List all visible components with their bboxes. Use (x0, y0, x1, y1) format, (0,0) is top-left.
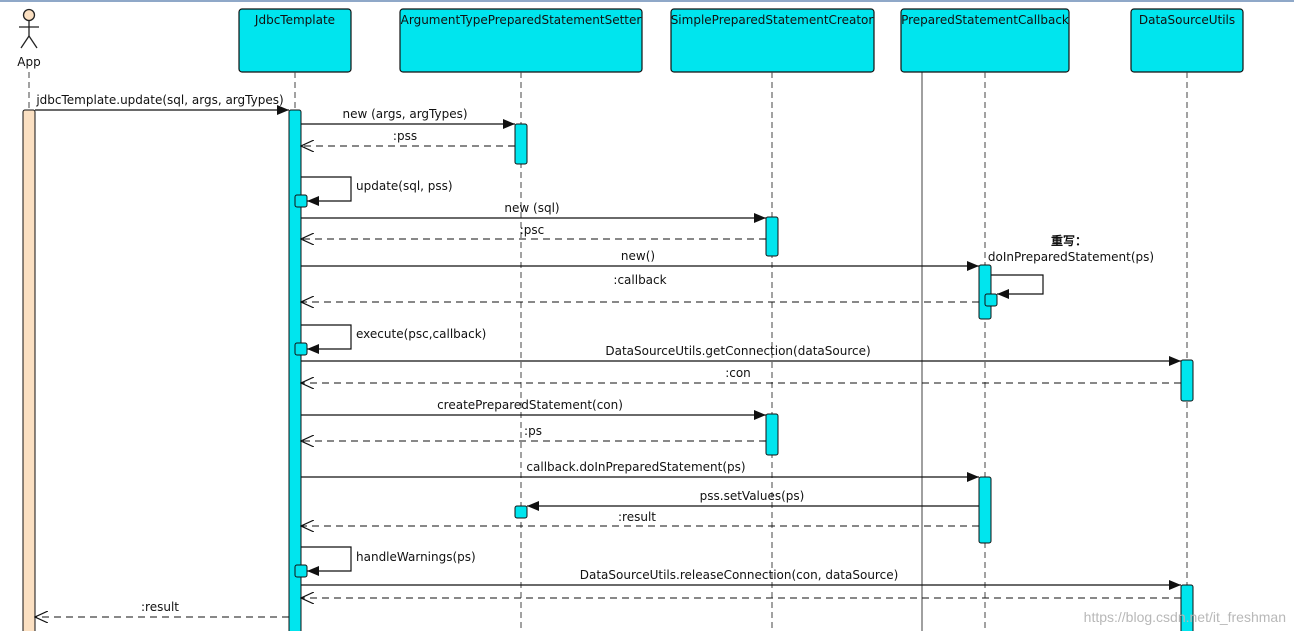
message-label: new (args, argTypes) (342, 107, 467, 121)
message-new-callback: new() (301, 249, 979, 271)
message-label: :pss (393, 129, 417, 143)
message-label: handleWarnings(ps) (356, 550, 476, 564)
participant-label: DataSourceUtils (1139, 13, 1235, 27)
watermark: https://blog.csdn.net/it_freshman (1083, 609, 1286, 625)
activation-jdbctemplate (288, 109, 302, 631)
message-label: createPreparedStatement(con) (437, 398, 623, 412)
activation-creator-create (765, 413, 779, 456)
participant-label: PreparedStatementCallback (901, 13, 1069, 27)
message-set-values: pss.setValues(ps) (527, 489, 979, 511)
message-get-connection: DataSourceUtils.getConnection(dataSource… (301, 344, 1181, 366)
activation-callback-do (978, 476, 992, 544)
activation-creator-new (765, 216, 779, 257)
message-self-override: 重写： doInPreparedStatement(ps) (988, 233, 1154, 299)
participant-jdbctemplate: JdbcTemplate (238, 8, 352, 73)
message-psc-return: :psc (301, 223, 766, 239)
message-create-prepared-statement: createPreparedStatement(con) (301, 398, 766, 420)
activation-jt-execute (294, 342, 308, 356)
message-con-return: :con (301, 366, 1181, 383)
message-label: 重写： (1051, 233, 1087, 248)
message-self-handle-warnings: handleWarnings(ps) (301, 546, 476, 576)
participant-label: SimplePreparedStatementCreator (671, 13, 874, 27)
activation-app (22, 109, 36, 631)
message-callback-return: :callback (301, 273, 979, 302)
message-label: new() (621, 249, 655, 263)
stick-figure-icon (19, 8, 39, 49)
message-label: :callback (613, 273, 666, 287)
message-label: :psc (520, 223, 545, 237)
message-new-setter: new (args, argTypes) (301, 107, 515, 129)
message-update-call: jdbcTemplate.update(sql, args, argTypes) (35, 93, 289, 115)
activation-dsu-get (1180, 359, 1194, 402)
message-callback-do: callback.doInPreparedStatement(ps) (301, 460, 979, 482)
message-label: DataSourceUtils.getConnection(dataSource… (605, 344, 870, 358)
participant-preparedstatementcallback: PreparedStatementCallback (900, 8, 1070, 73)
message-new-creator: new (sql) (301, 201, 766, 223)
activation-setter-new (514, 123, 528, 165)
participant-label: JdbcTemplate (254, 13, 335, 27)
activation-callback-new (978, 264, 992, 320)
message-self-update: update(sql, pss) (301, 176, 453, 206)
message-label: :result (618, 510, 656, 524)
message-label: execute(psc,callback) (356, 327, 486, 341)
message-label: DataSourceUtils.releaseConnection(con, d… (580, 568, 899, 582)
activation-jt-handlewarnings (294, 564, 308, 578)
message-label: pss.setValues(ps) (700, 489, 805, 503)
message-result-return: :result (301, 510, 979, 526)
message-label: new (sql) (504, 201, 559, 215)
activation-callback-override (984, 293, 998, 307)
message-label: :ps (524, 424, 542, 438)
activation-dsu-release (1180, 584, 1194, 631)
activation-setter-setvalues (514, 505, 528, 519)
message-label: callback.doInPreparedStatement(ps) (526, 460, 745, 474)
message-ps-return: :ps (301, 424, 766, 441)
participant-argumenttypepreparedstatementsetter: ArgumentTypePreparedStatementSetter (399, 8, 643, 73)
message-label: update(sql, pss) (356, 179, 453, 193)
activation-jt-update (294, 194, 308, 208)
participant-label: ArgumentTypePreparedStatementSetter (401, 13, 642, 27)
message-label: jdbcTemplate.update(sql, args, argTypes) (35, 93, 283, 107)
message-label: :result (141, 600, 179, 614)
actor-app: App (17, 8, 41, 69)
message-pss-return: :pss (301, 129, 515, 146)
message-label: :con (725, 366, 751, 380)
actor-label: App (17, 55, 40, 69)
message-self-execute: execute(psc,callback) (301, 324, 486, 354)
message-release-connection: DataSourceUtils.releaseConnection(con, d… (301, 568, 1181, 590)
participant-datasourceutils: DataSourceUtils (1130, 8, 1244, 73)
message-final-result: :result (35, 600, 289, 617)
participant-simplepreparedstatementcreator: SimplePreparedStatementCreator (670, 8, 875, 73)
message-label-method: doInPreparedStatement(ps) (988, 250, 1154, 264)
